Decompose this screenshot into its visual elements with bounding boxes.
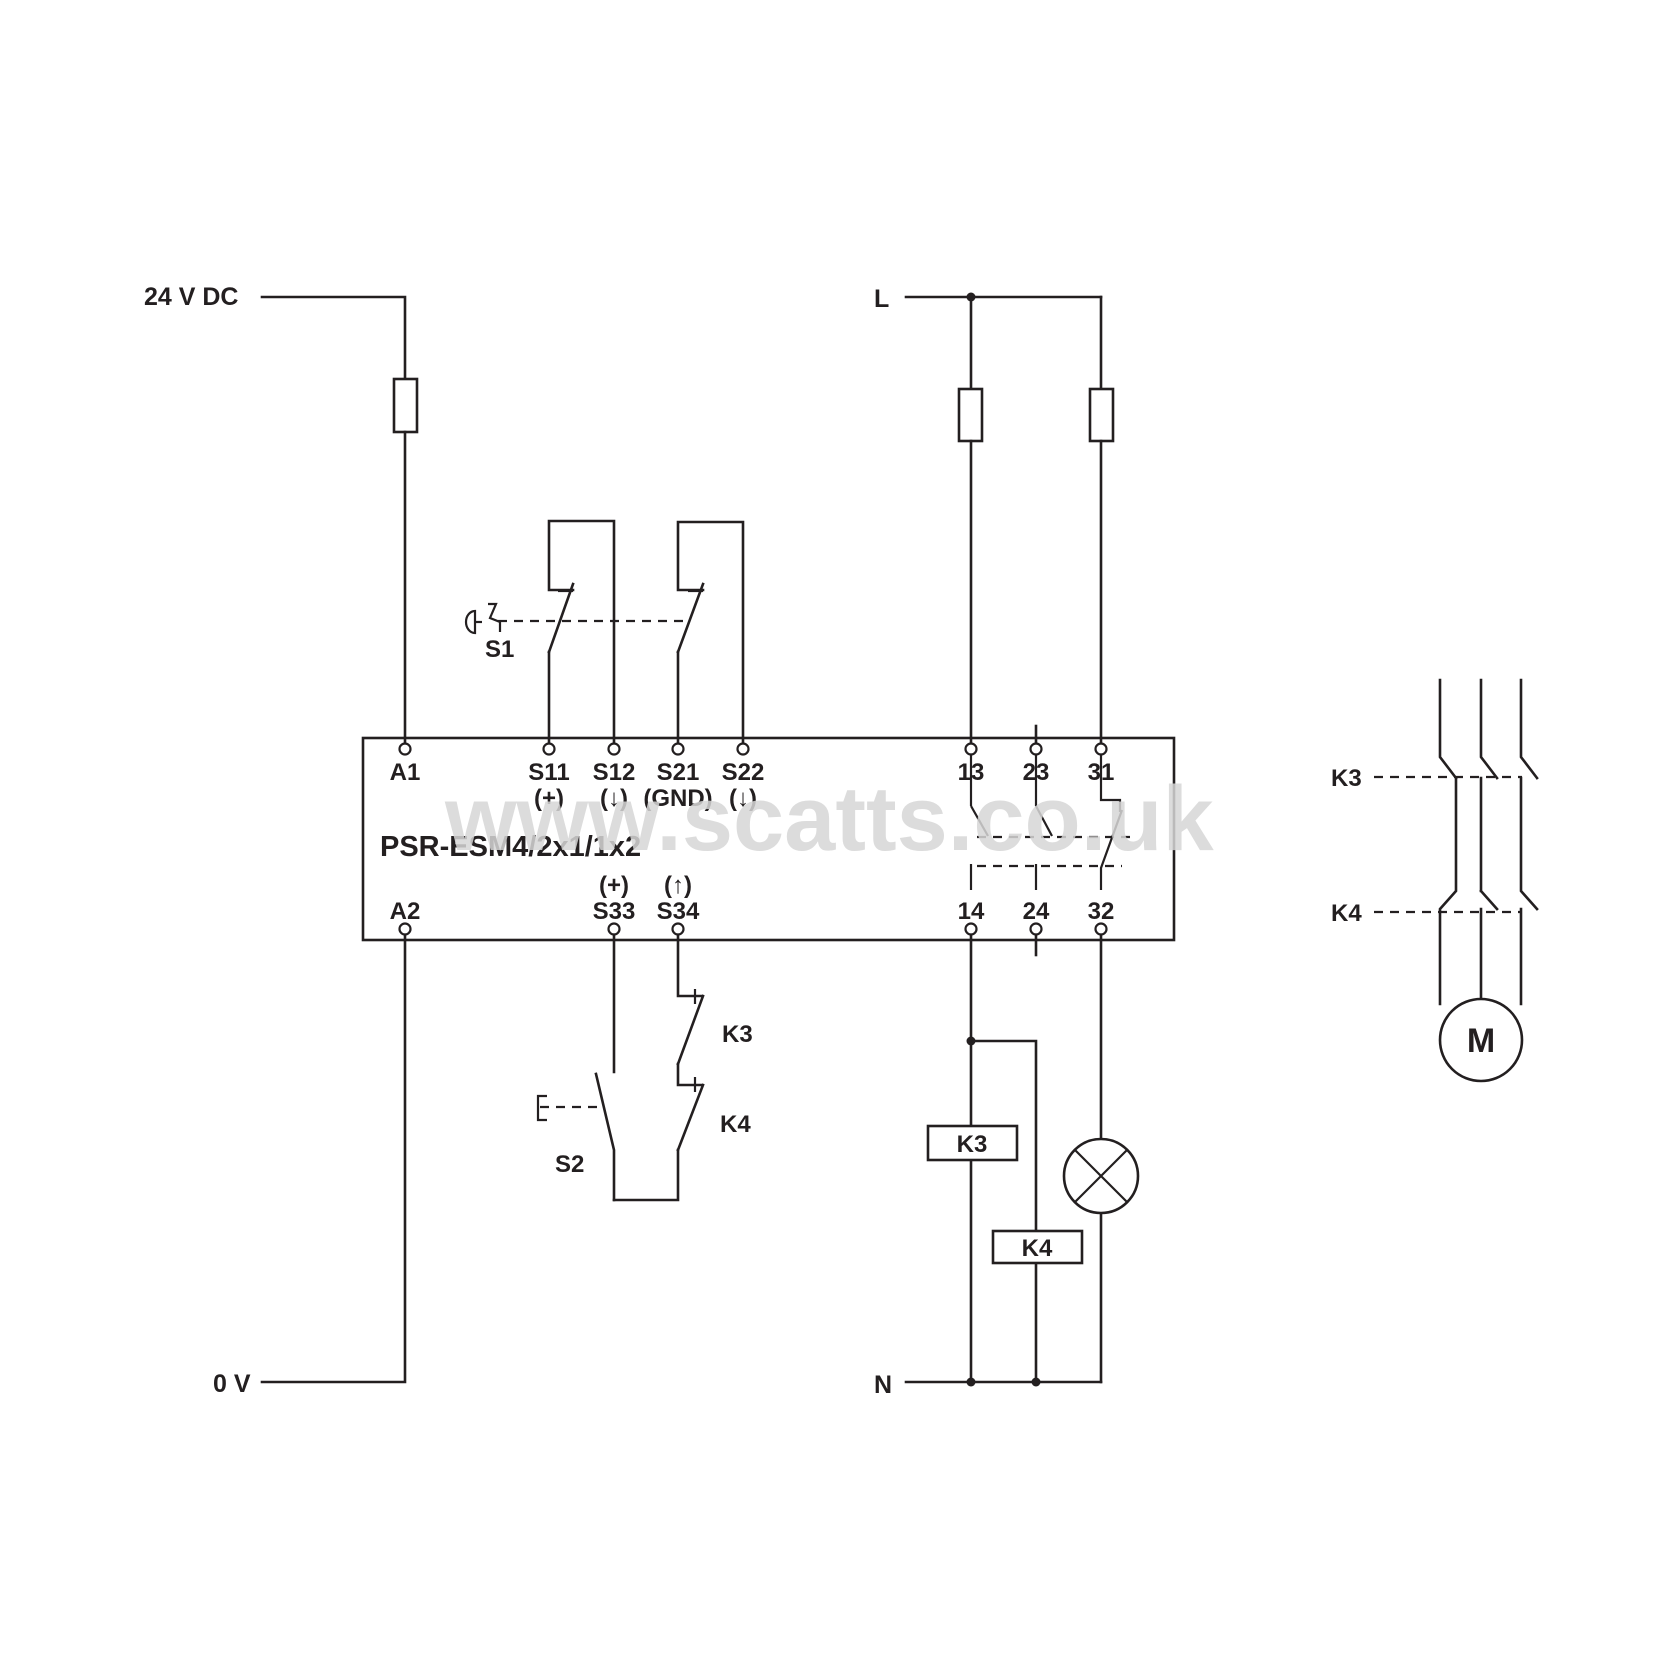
- watermark: www.scatts.co.uk: [444, 768, 1214, 870]
- terminal-a1: A1: [390, 759, 421, 786]
- ac-output-wiring: [904, 295, 1140, 1384]
- terminal-points: [398, 742, 1108, 936]
- module-name: PSR-ESM4/2x1/1x2: [380, 831, 641, 863]
- coil-k3: [926, 1124, 1019, 1162]
- estop-s1-label: S1: [485, 636, 514, 663]
- safety-relay-module: [361, 736, 1176, 942]
- terminal-s22-sub: (↓): [729, 785, 757, 812]
- coil-k4: [991, 1229, 1084, 1265]
- terminal-s33: S33: [593, 898, 636, 925]
- terminal-14: 14: [958, 898, 985, 925]
- rail-n-label: N: [874, 1371, 892, 1399]
- terminal-32: 32: [1088, 898, 1115, 925]
- rail-l-label: L: [874, 285, 889, 313]
- terminal-23: 23: [1023, 759, 1050, 786]
- motor-k3-label: K3: [1331, 765, 1362, 792]
- motor-circuit: [1374, 678, 1539, 1083]
- terminal-s22: S22: [722, 759, 765, 786]
- fuse-l1: [957, 387, 984, 443]
- terminal-s21: S21: [657, 759, 700, 786]
- fuse-dc: [392, 377, 419, 434]
- rail-0v-label: 0 V: [213, 1370, 251, 1398]
- terminal-s21-sub: (GND): [643, 785, 712, 812]
- rail-24v-dc-label: 24 V DC: [144, 283, 238, 311]
- terminal-s33-sub: (+): [599, 872, 629, 899]
- motor-symbol: [1438, 997, 1524, 1083]
- coil-k4-label: K4: [1022, 1235, 1053, 1262]
- terminal-s11: S11: [528, 759, 569, 786]
- terminal-24: 24: [1023, 898, 1050, 925]
- terminal-s34: S34: [657, 898, 700, 925]
- terminal-s12-sub: (↓): [600, 785, 628, 812]
- terminal-s12: S12: [593, 759, 636, 786]
- dc-supply-wiring: [260, 295, 419, 1384]
- coil-k3-label: K3: [957, 1131, 988, 1158]
- terminal-13: 13: [958, 759, 985, 786]
- terminal-s34-sub: (↑): [664, 872, 692, 899]
- terminal-s11-sub: (+): [534, 785, 564, 812]
- feedback-k4-label: K4: [720, 1111, 751, 1138]
- estop-s1-circuit: [464, 519, 745, 746]
- feedback-reset-circuit: [536, 932, 705, 1202]
- reset-s2-label: S2: [555, 1151, 584, 1178]
- terminal-a2: A2: [390, 898, 421, 925]
- motor-k4-label: K4: [1331, 900, 1362, 927]
- motor-label: M: [1467, 1022, 1495, 1060]
- fuse-l2: [1088, 387, 1115, 443]
- terminal-31: 31: [1088, 759, 1115, 786]
- feedback-k3-label: K3: [722, 1021, 753, 1048]
